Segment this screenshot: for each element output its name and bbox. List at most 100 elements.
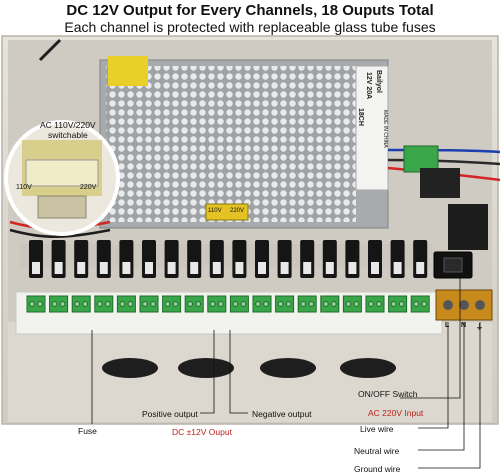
- yellow-warning-sticker: [108, 56, 148, 86]
- terminal-screw: [172, 301, 179, 307]
- fuse-glass-tube: [122, 262, 131, 274]
- fuse-label: Fuse: [78, 426, 97, 436]
- terminal-screw: [232, 301, 239, 307]
- output-terminal: [139, 295, 159, 313]
- terminal-screw: [37, 301, 43, 307]
- switchable-label-line1: AC 110V/220V: [40, 120, 96, 130]
- fuse-glass-tube: [212, 262, 221, 274]
- output-terminal: [207, 295, 227, 313]
- output-terminal: [275, 295, 295, 313]
- psu-label-sticker: [355, 65, 389, 191]
- fuse-glass-tube: [32, 262, 40, 274]
- negative-output-label: Negative output: [252, 409, 312, 419]
- output-terminal: [388, 295, 408, 313]
- fuse-glass-tube: [54, 262, 63, 274]
- ground-wire-label: Ground wire: [354, 464, 401, 474]
- terminal-screw: [308, 301, 315, 307]
- live-wire-label: Live wire: [360, 424, 394, 434]
- dc-output-label: DC ±12V Ouput: [172, 427, 232, 437]
- callout-lines: [91, 278, 481, 469]
- terminal-screw: [187, 301, 194, 307]
- positive-output-label: Positive output: [142, 409, 198, 419]
- terminal-screw: [142, 301, 148, 307]
- fuse-glass-tube: [325, 262, 334, 274]
- terminal-screw: [421, 301, 428, 307]
- terminal-screw: [322, 301, 329, 307]
- fuse-glass-tube: [348, 262, 357, 274]
- fuse-glass-tube: [145, 262, 153, 274]
- terminal-screw: [330, 301, 337, 307]
- ac-input-label: AC 220V Input: [368, 408, 424, 418]
- output-terminal: [410, 295, 430, 313]
- terminal-screw: [96, 301, 103, 307]
- output-terminal: [116, 295, 136, 313]
- terminal-n-label: N: [461, 322, 467, 329]
- terminal-screw: [104, 301, 111, 307]
- fuse-row: [29, 240, 428, 278]
- psu-origin-label: MADE IN CHINA: [382, 110, 388, 148]
- fuse-glass-tube: [167, 262, 176, 274]
- output-terminal: [320, 295, 340, 313]
- output-terminal: [365, 295, 385, 313]
- output-terminal: [184, 295, 204, 313]
- fuse-glass-tube: [416, 262, 425, 274]
- terminal-screw: [164, 301, 171, 307]
- fuse-glass-tube: [258, 262, 266, 274]
- terminal-screw: [277, 301, 284, 307]
- terminal-screw: [263, 301, 269, 307]
- fuse-glass-tube: [393, 262, 402, 274]
- terminal-screw: [345, 301, 352, 307]
- fuse-glass-tube: [371, 262, 379, 274]
- terminal-screw: [217, 301, 224, 307]
- terminal-screw: [376, 301, 382, 307]
- terminal-screw: [127, 301, 134, 307]
- terminal-screw: [82, 301, 89, 307]
- terminal-screw: [368, 301, 374, 307]
- fuse-glass-tube: [303, 262, 312, 274]
- terminal-screw: [255, 301, 261, 307]
- terminal-screw: [390, 301, 397, 307]
- terminal-screw: [353, 301, 360, 307]
- terminal-screw: [51, 301, 58, 307]
- psu-wires: [9, 38, 500, 239]
- ac-input-terminal: [435, 289, 493, 321]
- psu-channel-label: 18CH: [357, 108, 364, 126]
- psu-model-label: 12V 20A: [365, 72, 372, 100]
- onoff-switch-label: ON/OFF Switch: [358, 389, 418, 399]
- neutral-wire-label: Neutral wire: [354, 446, 400, 456]
- terminal-screw: [300, 301, 307, 307]
- psu-switch-110-label: 110V: [208, 208, 222, 214]
- output-terminal: [26, 295, 46, 313]
- fuse-glass-tube: [99, 262, 108, 274]
- psu-brand-label: Bailyol: [375, 70, 382, 93]
- switchable-label-line2: switchable: [48, 130, 88, 140]
- output-terminal: [162, 295, 182, 313]
- fuse-glass-tube: [235, 262, 244, 274]
- zoom-110-label: 110V: [16, 184, 32, 191]
- output-terminal: [71, 295, 91, 313]
- header-subtitle: Each channel is protected with replaceab…: [64, 19, 436, 35]
- terminal-screw: [285, 301, 292, 307]
- terminal-screw: [119, 301, 126, 307]
- fuse-glass-tube: [77, 262, 86, 274]
- power-supply-module: [99, 56, 389, 229]
- output-terminal: [229, 295, 249, 313]
- terminal-screw: [195, 301, 202, 307]
- output-terminal: [342, 295, 362, 313]
- output-terminal-row: [26, 295, 430, 313]
- output-terminal: [49, 295, 69, 313]
- fuse-glass-tube: [190, 262, 199, 274]
- terminal-screw: [150, 301, 156, 307]
- onoff-switch: [433, 251, 473, 279]
- terminal-screw: [240, 301, 247, 307]
- header-title: DC 12V Output for Every Channels, 18 Oup…: [66, 2, 434, 19]
- terminal-screw: [209, 301, 216, 307]
- terminal-l-label: L: [445, 322, 450, 329]
- terminal-screw: [413, 301, 420, 307]
- terminal-screw: [398, 301, 405, 307]
- fuse-glass-tube: [280, 262, 289, 274]
- zoom-220-label: 220V: [80, 184, 97, 191]
- output-terminal: [297, 295, 317, 313]
- voltage-selector-zoom: [4, 120, 120, 236]
- terminal-screw: [59, 301, 66, 307]
